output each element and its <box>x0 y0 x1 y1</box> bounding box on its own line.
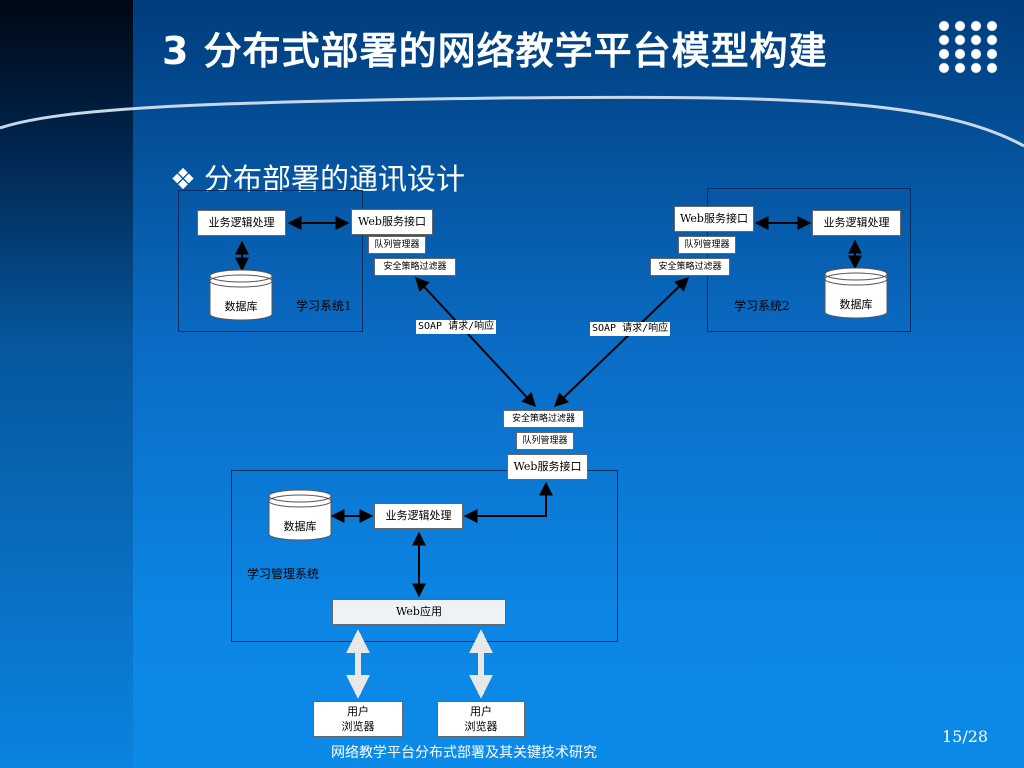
mgmt-biz-logic-box: 业务逻辑处理 <box>374 503 463 529</box>
soap-link-1 <box>415 276 536 408</box>
mgmt-biz-web-arrow <box>463 481 553 523</box>
mgmt-label: 学习管理系统 <box>247 567 320 581</box>
sys1-database-icon <box>209 269 273 321</box>
page-number: 15/28 <box>942 727 989 746</box>
browser1-line1: 用户 <box>347 705 369 718</box>
left-sidebar-band <box>0 0 133 768</box>
soap-link-2 <box>553 277 690 407</box>
decorative-dots-icon <box>938 20 998 74</box>
management-panel <box>231 470 618 642</box>
sys2-database-icon <box>824 267 888 319</box>
sys1-web-service-box: Web服务接口 <box>351 209 433 235</box>
mgmt-database-icon <box>268 489 332 541</box>
system1-panel <box>178 190 363 332</box>
mgmt-web-service-box: Web服务接口 <box>507 454 588 480</box>
browser2-line2: 浏览器 <box>464 720 498 733</box>
footer-text: 网络教学平台分布式部署及其关键技术研究 <box>331 745 597 761</box>
sys2-biz-logic-box: 业务逻辑处理 <box>812 210 901 236</box>
sys2-database-label: 数据库 <box>839 298 873 311</box>
browser1-line2: 浏览器 <box>341 720 375 733</box>
sys1-queue-box: 队列管理器 <box>368 236 426 254</box>
sys1-database-label: 数据库 <box>224 300 258 313</box>
mgmt-queue-box: 队列管理器 <box>516 432 574 450</box>
sys2-security-box: 安全策略过滤器 <box>650 258 730 276</box>
sys1-biz-logic-box: 业务逻辑处理 <box>197 210 286 236</box>
web-app-box: Web应用 <box>332 599 506 625</box>
mgmt-database-label: 数据库 <box>283 520 317 533</box>
mgmt-security-box: 安全策略过滤器 <box>503 410 584 428</box>
sys2-web-service-box: Web服务接口 <box>674 206 754 232</box>
sys1-soap-label: SOAP 请求/响应 <box>416 320 497 334</box>
slide-title: 3 分布式部署的网络教学平台模型构建 <box>162 29 828 73</box>
sys2-soap-label: SOAP 请求/响应 <box>590 322 671 336</box>
user-browser-2: 用户 浏览器 <box>437 701 525 737</box>
sys1-label: 学习系统1 <box>296 299 352 313</box>
sys2-queue-box: 队列管理器 <box>678 236 736 254</box>
user-browser-1: 用户 浏览器 <box>313 701 403 737</box>
browser2-line1: 用户 <box>470 705 492 718</box>
sys2-label: 学习系统2 <box>734 299 790 313</box>
sys1-security-box: 安全策略过滤器 <box>374 258 456 276</box>
